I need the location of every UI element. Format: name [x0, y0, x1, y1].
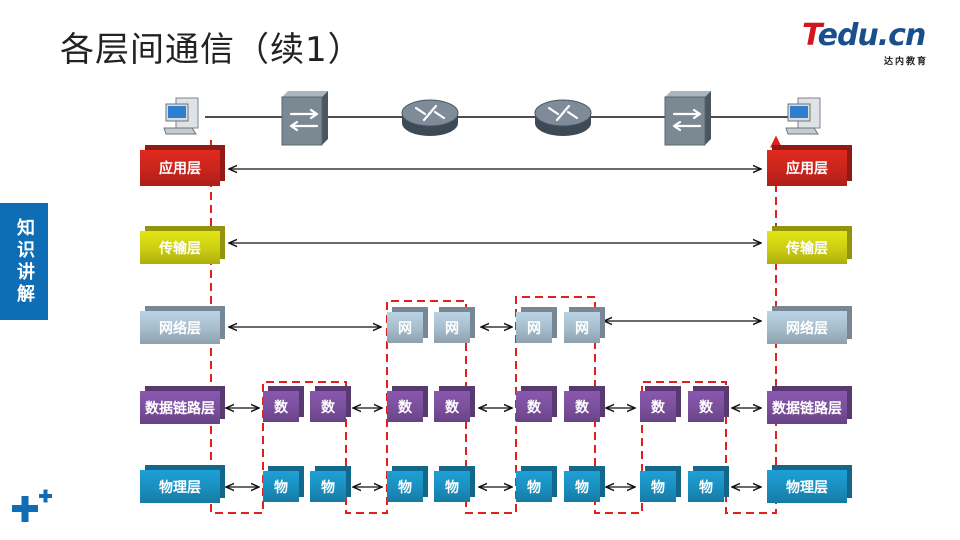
router2-data-b: 数	[564, 391, 600, 422]
router2-phys-a: 物	[516, 471, 552, 502]
router1-data-b: 数	[434, 391, 470, 422]
router2-data-a: 数	[516, 391, 552, 422]
tedu-logo: Tedu.cn 达内教育	[802, 18, 942, 70]
slide-title: 各层间通信（续1）	[60, 30, 363, 70]
router1-data-a: 数	[387, 391, 423, 422]
layer-network-right: 网络层	[767, 311, 847, 344]
switch2-data-b: 数	[688, 391, 724, 422]
logo-wordmark: Tedu.cn	[802, 18, 926, 53]
router-icon	[401, 99, 459, 136]
switch-icon	[664, 91, 711, 146]
switch1-data-a: 数	[263, 391, 299, 422]
switch1-phys-a: 物	[263, 471, 299, 502]
layer-transport-left: 传输层	[140, 231, 220, 264]
layer-physical-right: 物理层	[767, 470, 847, 503]
router-icon	[534, 99, 592, 136]
data-flow-path	[210, 135, 782, 514]
layer-network-left: 网络层	[140, 311, 220, 344]
router2-net-b: 网	[564, 312, 600, 343]
switch-icon	[281, 91, 328, 146]
switch2-data-a: 数	[640, 391, 676, 422]
layer-app-right: 应用层	[767, 150, 847, 186]
layer-transport-right: 传输层	[767, 231, 847, 264]
router1-phys-a: 物	[387, 471, 423, 502]
computer-icon	[163, 97, 199, 135]
layer-physical-left: 物理层	[140, 470, 220, 503]
logo-subtitle: 达内教育	[883, 57, 928, 67]
plus-decoration-icon	[12, 489, 52, 522]
layer-datalink-left: 数据链路层	[140, 391, 220, 424]
switch1-phys-b: 物	[310, 471, 346, 502]
router1-net-a: 网	[387, 312, 423, 343]
switch2-phys-a: 物	[640, 471, 676, 502]
layer-datalink-right: 数据链路层	[767, 391, 847, 424]
side-tab-label: 知识讲解	[14, 217, 35, 306]
router2-phys-b: 物	[564, 471, 600, 502]
switch1-data-b: 数	[310, 391, 346, 422]
switch2-phys-b: 物	[688, 471, 724, 502]
router2-net-a: 网	[516, 312, 552, 343]
layer-app-left: 应用层	[140, 150, 220, 186]
router1-phys-b: 物	[434, 471, 470, 502]
side-tab-knowledge: 知识讲解	[0, 203, 48, 320]
computer-icon	[785, 97, 821, 135]
router1-net-b: 网	[434, 312, 470, 343]
